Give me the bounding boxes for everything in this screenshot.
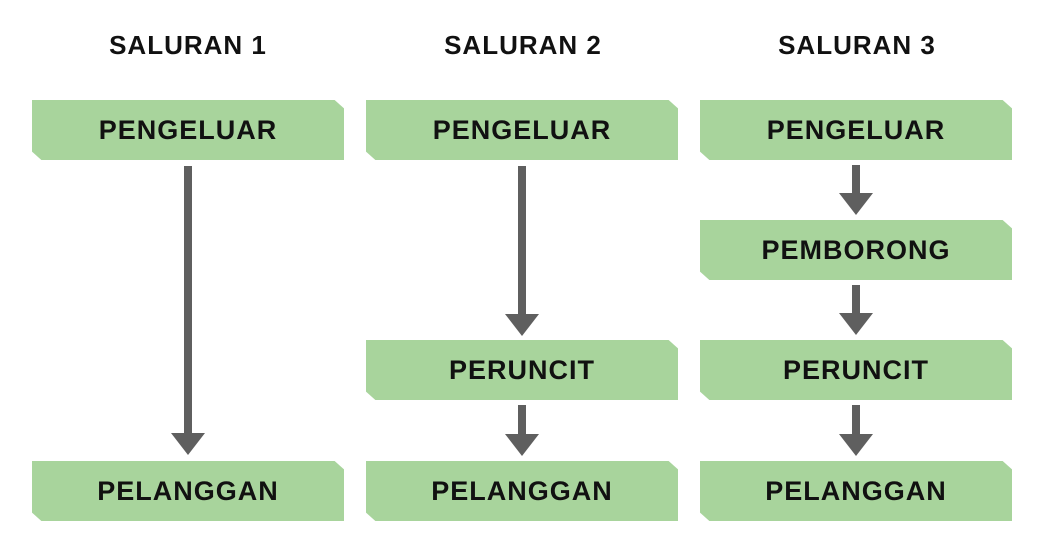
saluran-2-title: SALURAN 2 (444, 30, 602, 60)
saluran-3-node-pengeluar: PENGELUAR (700, 100, 1012, 160)
saluran-3-arrow-1 (839, 165, 873, 215)
saluran-1-node-pelanggan: PELANGGAN (32, 461, 344, 521)
saluran-3-node-pelanggan: PELANGGAN (700, 461, 1012, 521)
saluran-2-node-pengeluar: PENGELUAR (366, 100, 678, 160)
saluran-1-arrow-1 (171, 166, 205, 455)
saluran-1-node-pengeluar: PENGELUAR (32, 100, 344, 160)
saluran-1-title: SALURAN 1 (109, 30, 267, 60)
saluran-3-title: SALURAN 3 (778, 30, 936, 60)
saluran-2-node-peruncit: PERUNCIT (366, 340, 678, 400)
saluran-2-arrow-1 (505, 166, 539, 336)
saluran-3-arrow-3 (839, 405, 873, 456)
saluran-3-node-peruncit: PERUNCIT (700, 340, 1012, 400)
saluran-3-node-pemborong: PEMBORONG (700, 220, 1012, 280)
saluran-2-arrow-2 (505, 405, 539, 456)
saluran-2-node-pelanggan: PELANGGAN (366, 461, 678, 521)
saluran-3-arrow-2 (839, 285, 873, 335)
